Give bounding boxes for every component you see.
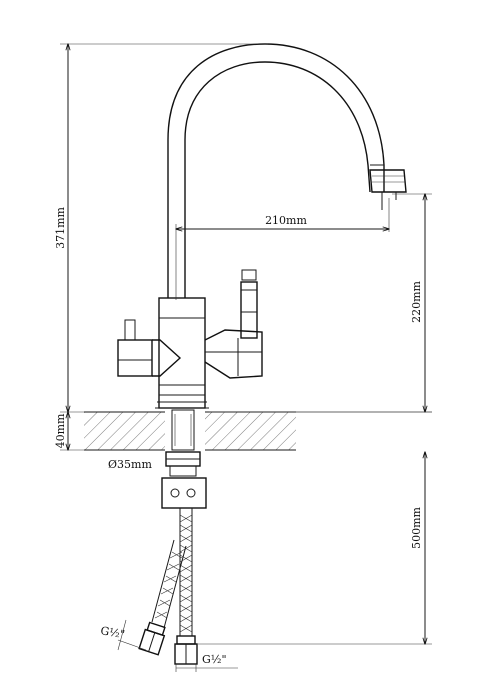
left-mixer-handle [117, 319, 182, 377]
dimension-spout-reach: 210mm [176, 198, 389, 300]
dimension-label-220: 220mm [410, 281, 423, 323]
dimension-hole-diameter: Ø35mm [108, 458, 152, 471]
dimension-label-210: 210mm [265, 214, 307, 227]
thread-label-left: G½" [99, 619, 147, 651]
right-filter-handle [204, 269, 263, 379]
mounting-shank [161, 409, 207, 509]
dimension-spout-height: 220mm [296, 194, 432, 412]
braided-hoses [138, 508, 198, 665]
dimension-total-height: 371mm [54, 44, 268, 412]
dimension-label-371: 371mm [54, 207, 67, 249]
dimension-hose-length: 500mm [198, 411, 432, 644]
thread-right-text: G½" [202, 653, 227, 666]
dimension-label-35: Ø35mm [108, 458, 152, 471]
faucet-body [155, 297, 209, 409]
thread-left-text: G½" [99, 624, 125, 641]
countertop [84, 410, 296, 452]
thread-label-right: G½" [175, 653, 238, 672]
dimension-label-500: 500mm [410, 507, 423, 549]
dimension-label-40: 40mm [54, 413, 67, 448]
dimension-counter-thickness: 40mm [54, 412, 84, 450]
spout [167, 43, 407, 298]
